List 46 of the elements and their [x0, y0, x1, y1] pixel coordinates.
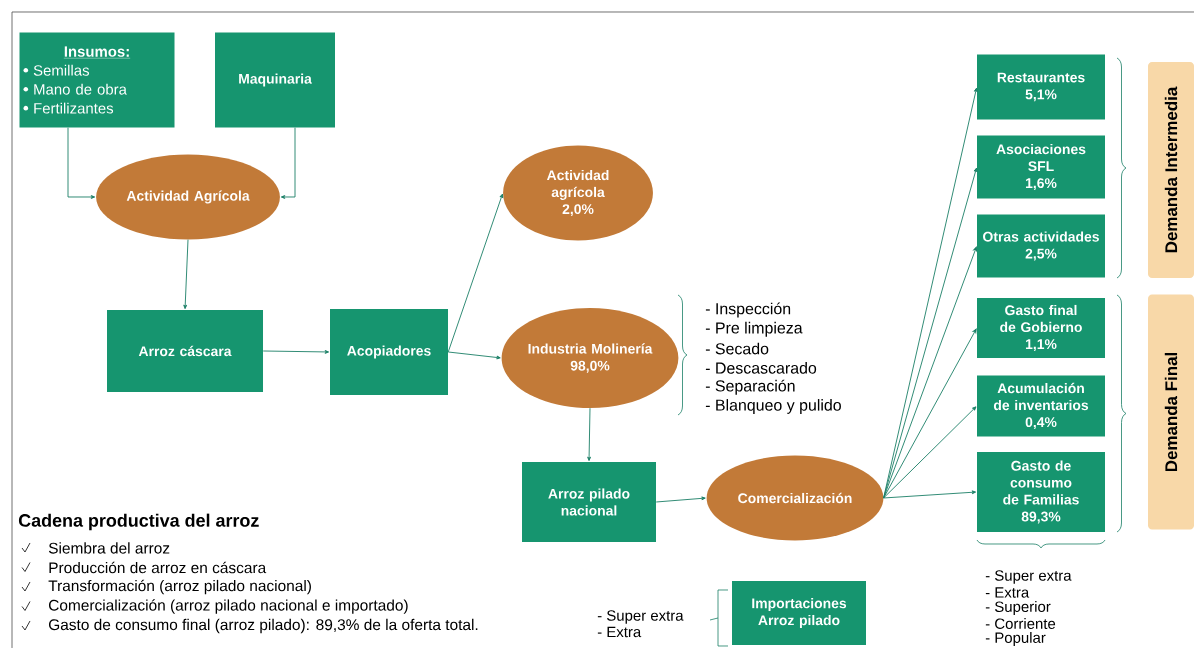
list-item: Siembra del arroz	[48, 542, 170, 554]
list-item: Producción de arroz en cáscara	[49, 561, 267, 574]
process-box: Arroz cáscara	[107, 310, 263, 392]
list-item: - Blanqueo y pulido	[705, 399, 841, 414]
heading: Cadena productiva del arroz	[18, 513, 259, 531]
arrow	[447, 193, 504, 353]
arrow	[280, 127, 296, 199]
arrow	[67, 127, 96, 199]
list-item: Gasto de consumo final (arroz pilado): 89,3% de la oferta total.	[49, 618, 478, 634]
process-box: Arroz pilado nacional	[522, 462, 656, 542]
demand-box: Acumulación de inventarios 0,4%	[977, 375, 1105, 437]
arrow	[183, 239, 189, 310]
list-item: - Separación	[705, 379, 795, 395]
demand-box: Restaurantes 5,1%	[977, 54, 1105, 120]
demand-band: Demanda Intermedia	[1148, 62, 1194, 278]
arrow	[262, 350, 330, 354]
process-box: Maquinaria	[215, 32, 335, 128]
demand-box: Gasto final de Gobierno 1,1%	[977, 298, 1105, 358]
process-box: Importaciones Arroz pilado	[732, 581, 866, 645]
list-item: - Super extra	[985, 570, 1072, 584]
arrow	[883, 87, 978, 499]
list-item: - Inspección	[705, 302, 791, 318]
arrow	[655, 496, 706, 503]
arrow	[447, 351, 501, 360]
list-item: Transformación (arroz pilado nacional)	[48, 579, 311, 595]
arrow	[587, 407, 591, 462]
list-item: - Corriente	[985, 618, 1056, 629]
arrow	[883, 328, 977, 499]
input-box: Insumos: Semillas Mano de obra Fertilizantes	[19, 32, 175, 128]
list-item: Comercialización (arroz pilado nacional e importado)	[49, 599, 408, 614]
list-item: - Super extra	[597, 610, 684, 624]
demand-box: Gasto de consumo de Familias 89,3%	[977, 452, 1105, 532]
list-item: - Extra	[597, 626, 642, 638]
process-box: Acopiadores	[330, 309, 448, 395]
list-item: - Popular	[985, 632, 1046, 646]
list-item: - Secado	[705, 342, 769, 355]
demand-box: Otras actividades 2,5%	[977, 214, 1105, 278]
list-item: - Extra	[985, 587, 1030, 598]
list-item: - Descascarado	[705, 362, 817, 374]
list-item: - Superior	[985, 601, 1051, 615]
demand-box: Asociaciones SFL 1,6%	[977, 135, 1105, 199]
arrow	[883, 246, 977, 499]
arrow	[883, 406, 977, 499]
list-item: - Pre limpieza	[705, 321, 803, 337]
demand-band: Demanda Final	[1148, 294, 1194, 530]
arrow	[883, 490, 977, 499]
